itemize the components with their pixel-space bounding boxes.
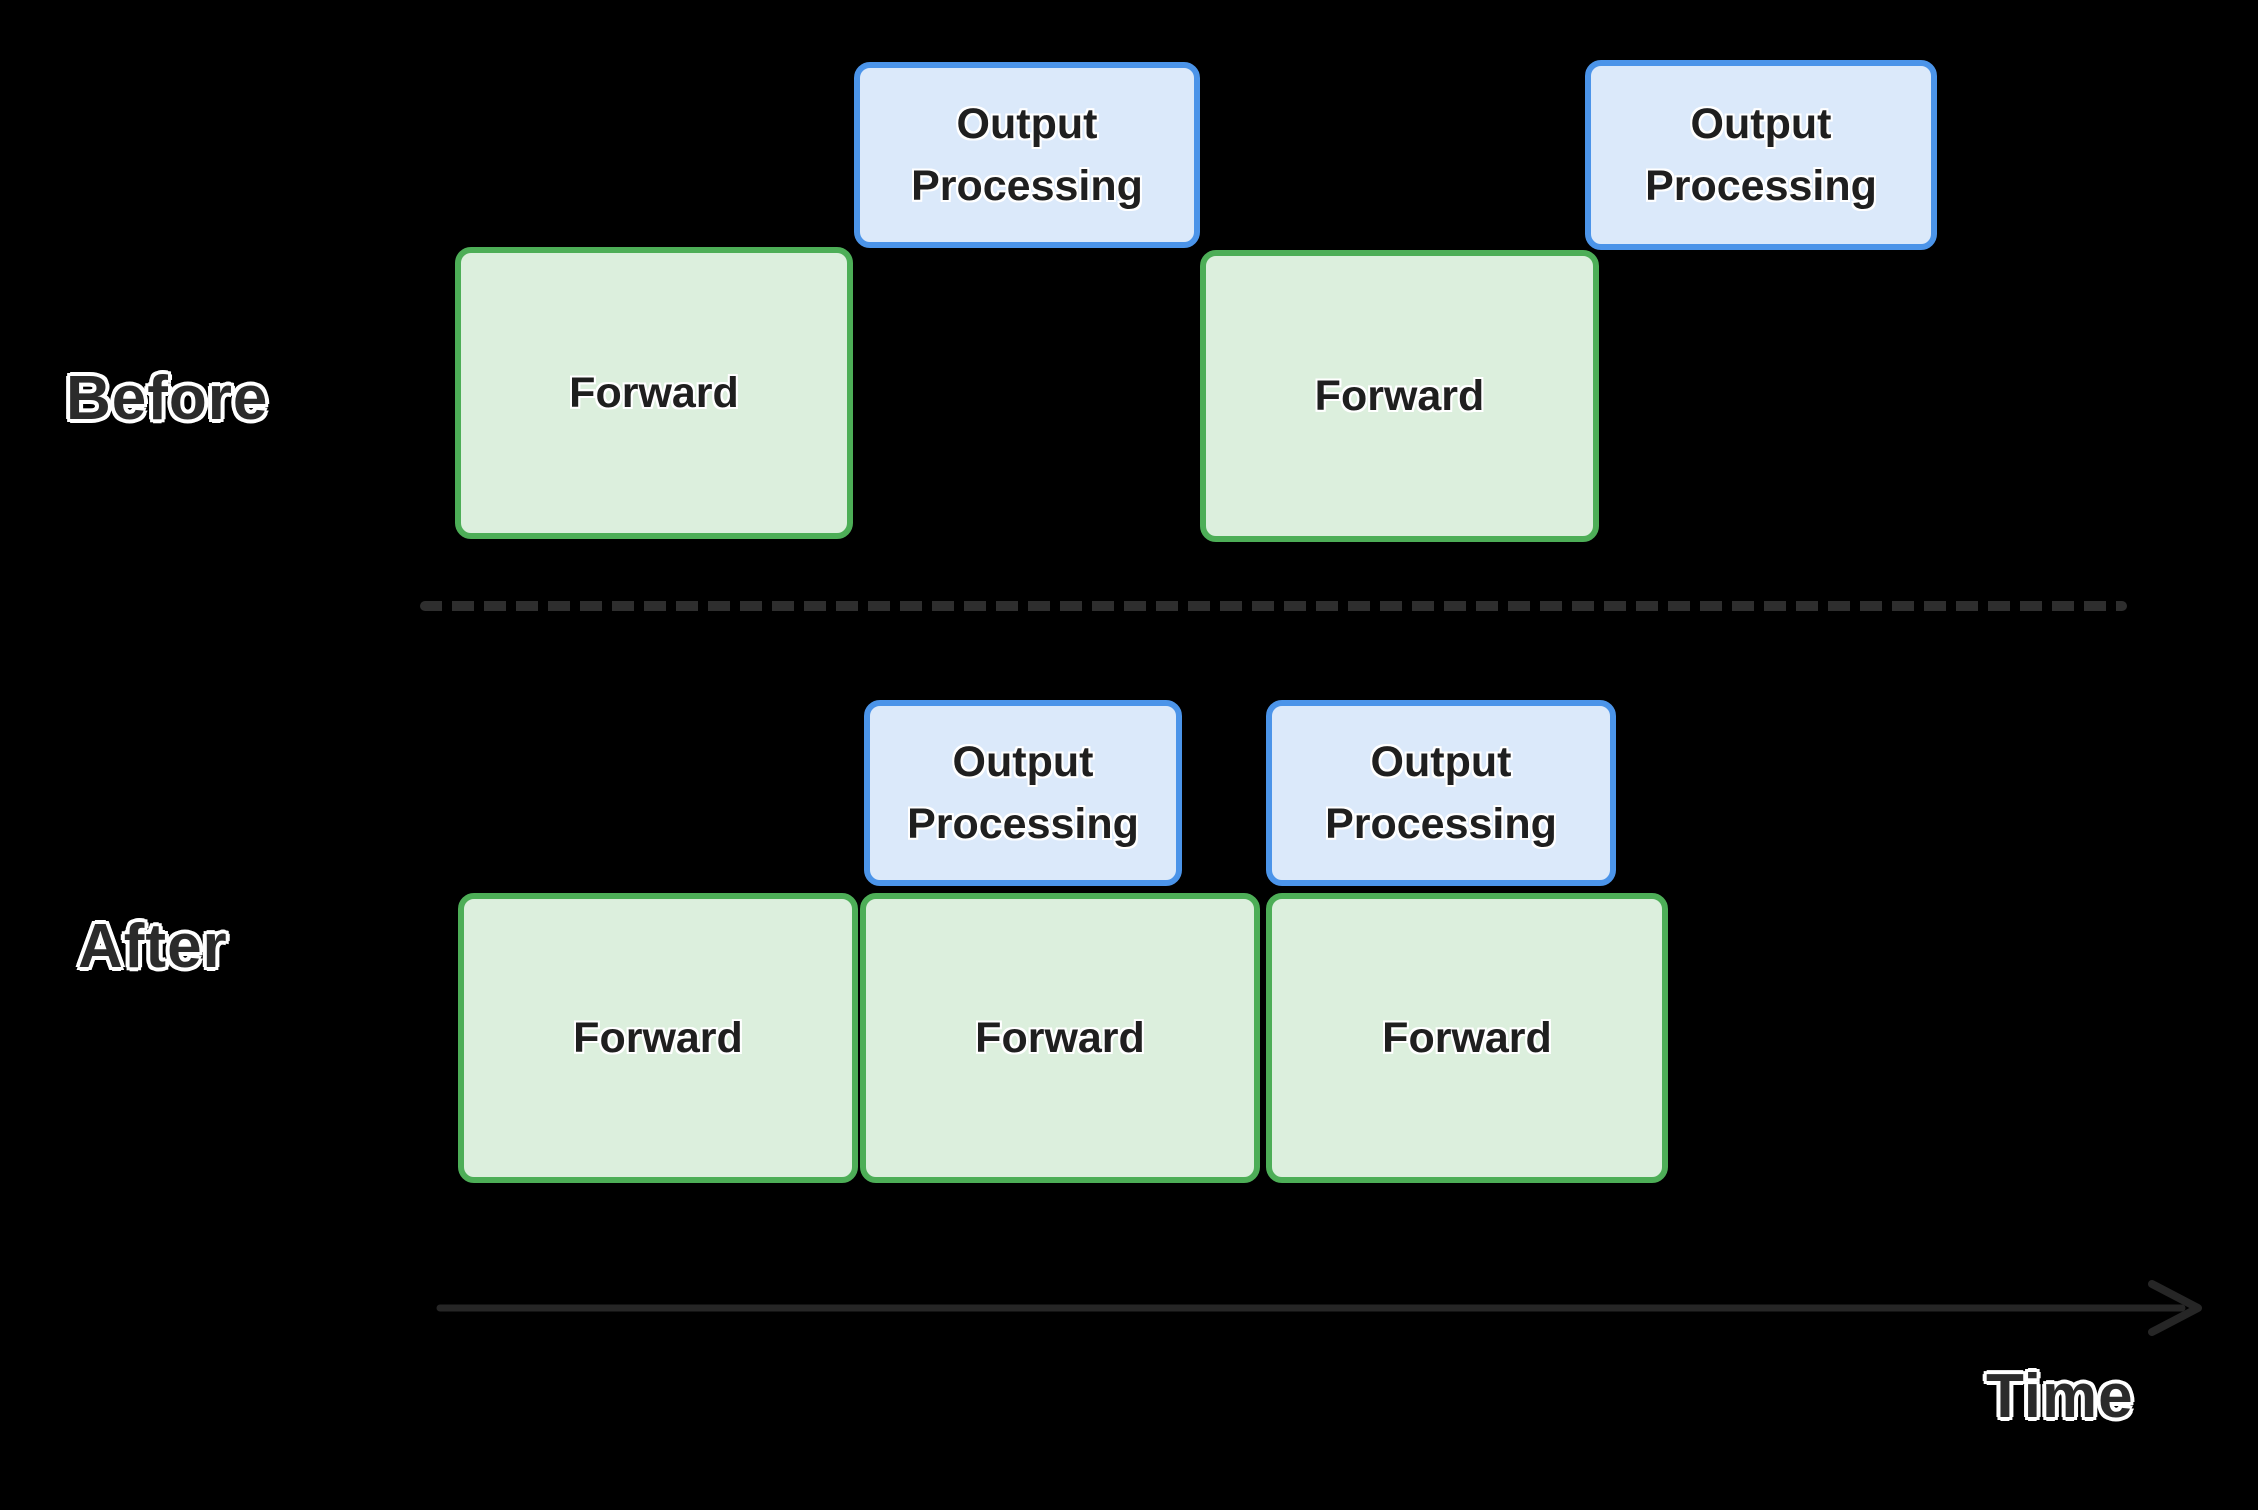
before-after-divider (420, 601, 2127, 611)
before-output-processing-box-1: Output Processing (854, 62, 1200, 248)
before-forward-box-1: Forward (455, 247, 853, 539)
after-forward-box-3: Forward (1266, 893, 1668, 1183)
box-label: Forward (569, 368, 739, 417)
after-forward-box-1: Forward (458, 893, 858, 1183)
box-label: Forward (975, 1013, 1145, 1062)
before-forward-box-2: Forward (1200, 250, 1599, 542)
after-forward-box-2: Forward (860, 893, 1260, 1183)
box-label: Output Processing (1645, 99, 1877, 210)
box-label: Forward (1382, 1013, 1552, 1062)
before-row-label: Before (66, 364, 269, 433)
box-label: Output Processing (907, 737, 1139, 848)
box-label: Forward (573, 1013, 743, 1062)
box-label: Output Processing (911, 99, 1143, 210)
after-row-label: After (78, 912, 228, 981)
time-axis-arrow (436, 1280, 2202, 1336)
time-axis-label: Time (1986, 1362, 2134, 1431)
box-label: Output Processing (1325, 737, 1557, 848)
before-output-processing-box-2: Output Processing (1585, 60, 1937, 250)
after-output-processing-box-2: Output Processing (1266, 700, 1616, 886)
after-output-processing-box-1: Output Processing (864, 700, 1182, 886)
box-label: Forward (1314, 371, 1485, 420)
